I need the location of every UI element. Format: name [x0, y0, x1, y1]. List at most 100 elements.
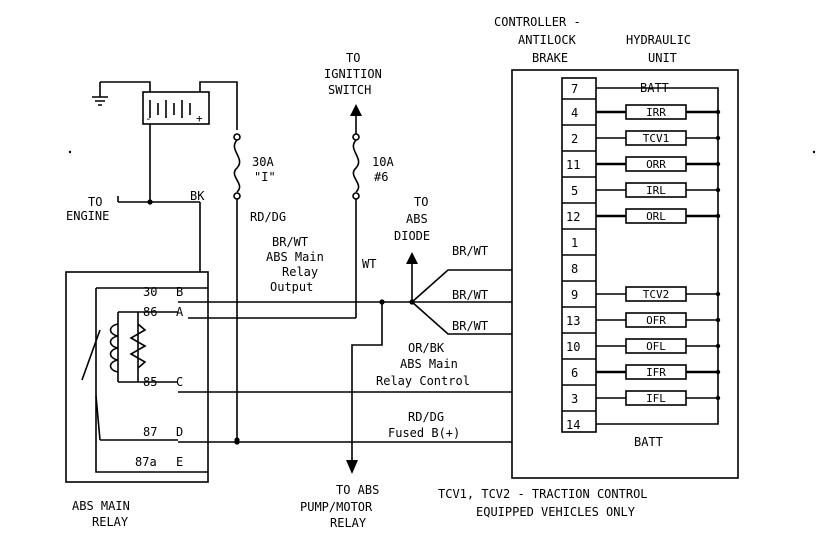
- valve-label-orl: ORL: [646, 210, 666, 223]
- diode-label-2: ABS: [406, 212, 428, 226]
- orbk-label-2: ABS Main: [400, 357, 458, 371]
- relay-letter-c: C: [176, 375, 183, 389]
- relay-pin-86: 86: [143, 305, 157, 319]
- relay-pin-85: 85: [143, 375, 157, 389]
- valve-box: [625, 364, 687, 380]
- controller-pin-12: 12: [566, 210, 580, 224]
- brwt-main-label-2: ABS Main: [266, 250, 324, 264]
- batt-bus: [596, 87, 719, 425]
- orbk-label-1: OR/BK: [408, 341, 445, 355]
- controller-pin-6: 6: [571, 366, 578, 380]
- pump-label-1: TO ABS: [336, 483, 379, 497]
- fuse-30a-id: "I": [254, 170, 276, 184]
- relay-pin-87: 87: [143, 425, 157, 439]
- bk-wire-label: BK: [190, 189, 205, 203]
- orbk-label-3: Relay Control: [376, 374, 470, 388]
- valve-label-tcv2: TCV2: [643, 288, 670, 301]
- valve-box: [625, 390, 687, 406]
- valve-box: [625, 182, 687, 198]
- relay-letter-d: D: [176, 425, 183, 439]
- pump-label-3: RELAY: [330, 516, 367, 530]
- hydraulic-label-2: UNIT: [648, 51, 677, 65]
- controller-pin-14: 14: [566, 418, 580, 432]
- ground-icon: [92, 96, 108, 106]
- valve-label-irl: IRL: [646, 184, 666, 197]
- valve-label-irr: IRR: [646, 106, 666, 119]
- valve-box: [625, 286, 687, 302]
- relay-switch-icon: [81, 329, 101, 441]
- ignition-label-1: TO: [346, 51, 360, 65]
- valve-box: [625, 156, 687, 172]
- brwt-main-label-1: BR/WT: [272, 235, 308, 249]
- battery: - +: [92, 81, 238, 130]
- fuse-30a-label: 30A: [252, 155, 274, 169]
- relay-name-2: RELAY: [92, 515, 129, 529]
- arrow-up-icon: [350, 104, 362, 116]
- controller-line-2: ANTILOCK: [518, 33, 577, 47]
- to-engine-label-1: TO: [88, 195, 102, 209]
- relay-letter-a: A: [176, 305, 184, 319]
- diode-label-1: TO: [414, 195, 428, 209]
- controller-line-3: BRAKE: [532, 51, 568, 65]
- rddg-label-1: RD/DG: [408, 410, 444, 424]
- controller-pin-7: 7: [571, 82, 578, 96]
- relay-letter-b: B: [176, 285, 183, 299]
- controller-pin-4: 4: [571, 106, 578, 120]
- svg-text:-: -: [145, 112, 152, 125]
- controller-pin-8: 8: [571, 262, 578, 276]
- brwt-branch-a: BR/WT: [452, 244, 488, 258]
- relay-pin-87a: 87a: [135, 455, 157, 469]
- brwt-branch-b: BR/WT: [452, 288, 488, 302]
- valve-label-ofl: OFL: [646, 340, 666, 353]
- ignition-label-3: SWITCH: [328, 83, 371, 97]
- valve-box: [625, 208, 687, 224]
- svg-text:+: +: [196, 112, 203, 125]
- pin-rows: 7 4 2 11 5 12 1 8 9 13 10 6 3 14: [562, 82, 596, 432]
- wt-wire-label: WT: [362, 257, 376, 271]
- brwt-main-label-4: Output: [270, 280, 313, 294]
- relay-coil-icon: [109, 311, 178, 383]
- valve-label-ifr: IFR: [646, 366, 666, 379]
- valve-box: [625, 338, 687, 354]
- rddg-label-2: Fused B(+): [388, 426, 460, 440]
- controller-pin-11: 11: [566, 158, 580, 172]
- valve-box: [625, 130, 687, 146]
- valve-box: [625, 312, 687, 328]
- margin-dot: [812, 150, 816, 154]
- abs-main-relay-box: [65, 271, 209, 483]
- valve-label-ofr: OFR: [646, 314, 666, 327]
- battery-icon: [142, 91, 210, 125]
- controller-pin-1: 1: [571, 236, 578, 250]
- valve-box: [625, 104, 687, 120]
- pump-label-2: PUMP/MOTOR: [300, 500, 373, 514]
- controller-outline: [511, 69, 739, 479]
- valve-label-orr: ORR: [646, 158, 666, 171]
- batt-bottom-label: BATT: [634, 435, 663, 449]
- relay-name-1: ABS MAIN: [72, 499, 130, 513]
- valve-label-ifl: IFL: [646, 392, 666, 405]
- diode-label-3: DIODE: [394, 229, 430, 243]
- controller-title: CONTROLLER -: [494, 15, 581, 29]
- footnote-line-1: TCV1, TCV2 - TRACTION CONTROL: [438, 487, 648, 501]
- fuse-10a-id: #6: [374, 170, 388, 184]
- arrow-down-icon: [346, 460, 358, 474]
- controller-pin-2: 2: [571, 132, 578, 146]
- controller-pin-13: 13: [566, 314, 580, 328]
- controller-pin-5: 5: [571, 184, 578, 198]
- controller-pin-9: 9: [571, 288, 578, 302]
- relay-letter-e: E: [176, 455, 183, 469]
- fuse-10a-label: 10A: [372, 155, 394, 169]
- hydraulic-label-1: HYDRAULIC: [626, 33, 691, 47]
- margin-dot: [68, 150, 72, 154]
- batt-top-label: BATT: [640, 81, 669, 95]
- controller-pin-3: 3: [571, 392, 578, 406]
- controller-pin-10: 10: [566, 340, 580, 354]
- rd-dg-top-label: RD/DG: [250, 210, 286, 224]
- footnote-line-2: EQUIPPED VEHICLES ONLY: [476, 505, 636, 519]
- relay-pin-30: 30: [143, 285, 157, 299]
- to-engine-label-2: ENGINE: [66, 209, 109, 223]
- brwt-main-label-3: Relay: [282, 265, 318, 279]
- arrow-up-icon: [406, 252, 418, 264]
